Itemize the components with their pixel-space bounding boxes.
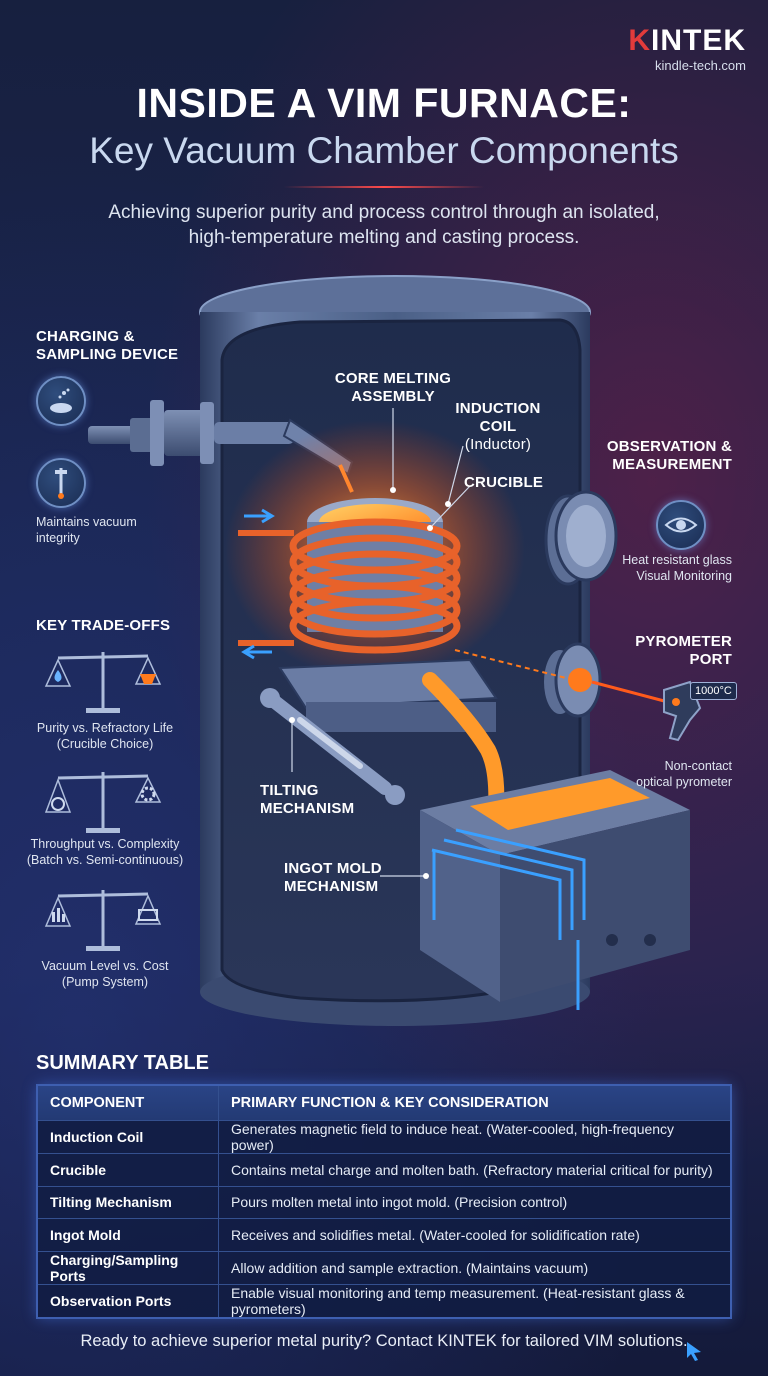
page-subtitle: Key Vacuum Chamber Components	[89, 130, 679, 171]
table-cell: Allow addition and sample extraction. (M…	[218, 1250, 731, 1285]
pyrometer-readout: 1000°C	[690, 682, 737, 700]
table-cell: Pours molten metal into ingot mold. (Pre…	[218, 1185, 731, 1219]
charging-sampling-label: CHARGING & SAMPLING DEVICE	[36, 328, 179, 363]
tilting-mechanism-label: TILTING MECHANISM	[260, 782, 355, 817]
balance-scale-icon-vacuum-cost	[44, 890, 162, 951]
observation-note: Heat resistant glass Visual Monitoring	[622, 553, 732, 583]
observation-measurement-label: OBSERVATION & MEASUREMENT	[606, 438, 732, 473]
table-cell: Receives and solidifies metal. (Water-co…	[218, 1218, 731, 1252]
table-cell: Observation Ports	[37, 1283, 219, 1318]
table-cell: Induction Coil	[37, 1120, 219, 1154]
charging-device	[88, 400, 294, 466]
balance-scale-icon-throughput	[44, 772, 162, 833]
call-to-action[interactable]: Ready to achieve superior metal purity? …	[80, 1332, 688, 1350]
pyrometer-port-label: PYROMETER PORT	[635, 633, 732, 668]
charging-icon	[36, 376, 86, 426]
sampling-probe-icon	[36, 458, 86, 508]
column-header-function: PRIMARY FUNCTION & KEY CONSIDERATION	[218, 1085, 731, 1121]
induction-coil-label: INDUCTION COIL (Inductor)	[455, 400, 541, 453]
table-cell: Charging/Sampling Ports	[37, 1250, 219, 1285]
observation-window	[544, 490, 618, 586]
core-melting-assembly-label: CORE MELTING ASSEMBLY	[334, 370, 452, 405]
column-header-component: COMPONENT	[37, 1085, 219, 1121]
crucible-label: CRUCIBLE	[464, 474, 544, 491]
kintek-logo[interactable]: KINTEK	[628, 24, 746, 57]
key-tradeoffs-title: KEY TRADE-OFFS	[36, 617, 171, 634]
table-cell: Generates magnetic field to induce heat.…	[218, 1120, 731, 1154]
title-divider	[284, 186, 484, 188]
pyrometer-note: Non-contact optical pyrometer	[636, 759, 732, 789]
page-tagline: Achieving superior purity and process co…	[108, 202, 660, 248]
tradeoff-purity-label: Purity vs. Refractory Life (Crucible Cho…	[36, 721, 174, 751]
table-cell: Enable visual monitoring and temp measur…	[218, 1283, 731, 1318]
ingot-mold-label: INGOT MOLD MECHANISM	[284, 860, 382, 895]
table-cell: Tilting Mechanism	[37, 1185, 219, 1219]
charging-note: Maintains vacuum integrity	[36, 515, 137, 545]
tradeoff-vacuum-cost-label: Vacuum Level vs. Cost (Pump System)	[41, 959, 169, 989]
brand-block: KINTEK kindle-tech.com	[628, 24, 746, 74]
table-cell: Crucible	[37, 1153, 219, 1187]
cursor-icon	[687, 1342, 701, 1361]
table-cell: Ingot Mold	[37, 1218, 219, 1252]
summary-table: COMPONENT PRIMARY FUNCTION & KEY CONSIDE…	[36, 1084, 732, 1319]
ingot-mold	[420, 770, 690, 1010]
balance-scale-icon-purity	[44, 652, 162, 713]
table-cell: Contains metal charge and molten bath. (…	[218, 1153, 731, 1187]
summary-table-title: SUMMARY TABLE	[36, 1052, 209, 1074]
vim-furnace-illustration	[88, 275, 702, 1026]
crucible-coil-assembly	[238, 498, 461, 660]
table-header-row: COMPONENT PRIMARY FUNCTION & KEY CONSIDE…	[37, 1085, 731, 1121]
eye-icon	[656, 500, 706, 550]
brand-url[interactable]: kindle-tech.com	[654, 58, 746, 73]
tradeoff-throughput-label: Throughput vs. Complexity (Batch vs. Sem…	[26, 837, 184, 867]
page-title: INSIDE A VIM FURNACE:	[136, 80, 632, 126]
